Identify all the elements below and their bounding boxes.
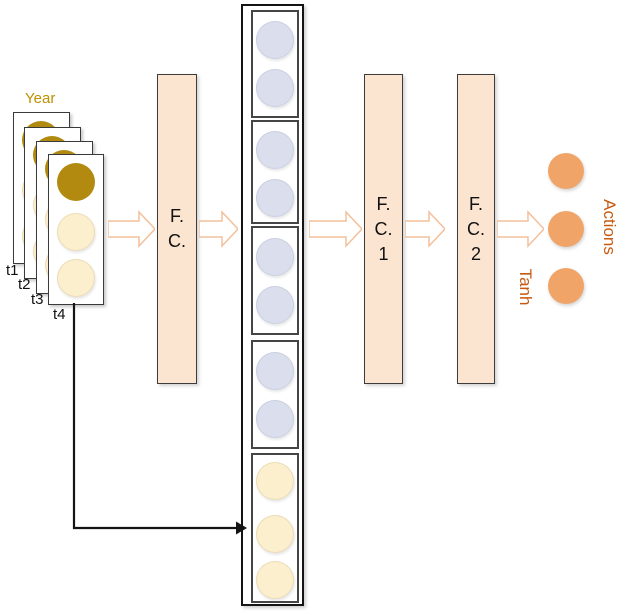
input-neuron-cream [57,259,95,297]
layer-fc2-label: F. C. 2 [467,193,485,264]
hidden-neuron [256,400,294,438]
block-arrow-right-icon [309,210,362,248]
neuron-group-box-5 [251,453,299,603]
hidden-neuron-cream [256,462,294,500]
output-neuron [548,268,584,304]
block-arrow-right-icon [405,210,445,248]
frame-label-t1: t1 [6,262,19,279]
input-neuron-cream [57,213,95,251]
actions-output-label: Actions [600,199,619,255]
neuron-group-box-2 [251,120,299,224]
layer-fc: F. C. [157,74,197,384]
input-neuron-gold [57,163,95,201]
block-arrow-right-icon [497,210,544,248]
block-arrow-right-icon [108,210,155,248]
neuron-group-box-3 [251,226,299,335]
input-frame-t4 [48,154,104,305]
output-neuron [548,211,584,247]
frame-label-t4: t4 [53,306,66,323]
hidden-neuron [256,179,294,217]
hidden-neuron [256,69,294,107]
neuron-group-box-1 [251,10,299,118]
block-arrow-right-icon [199,210,238,248]
elbow-arrow-right-icon [72,303,247,535]
frame-label-t2: t2 [18,276,31,293]
layer-fc1-label: F. C. 1 [374,193,393,264]
layer-fc1: F. C. 1 [364,74,403,384]
hidden-neuron [256,21,294,59]
hidden-neuron [256,238,294,276]
hidden-neuron [256,286,294,324]
hidden-neuron-cream [256,515,294,553]
hidden-neuron [256,131,294,169]
neuron-group-box-4 [251,340,299,449]
hidden-neuron [256,352,294,390]
tanh-activation-label: Tanh [516,268,535,306]
layer-fc2: F. C. 2 [457,74,495,384]
hidden-neuron-cream [256,561,294,599]
input-year-label: Year [25,90,56,107]
output-neuron [548,153,584,189]
layer-fc-label: F. C. [168,206,186,251]
frame-label-t3: t3 [31,291,44,308]
